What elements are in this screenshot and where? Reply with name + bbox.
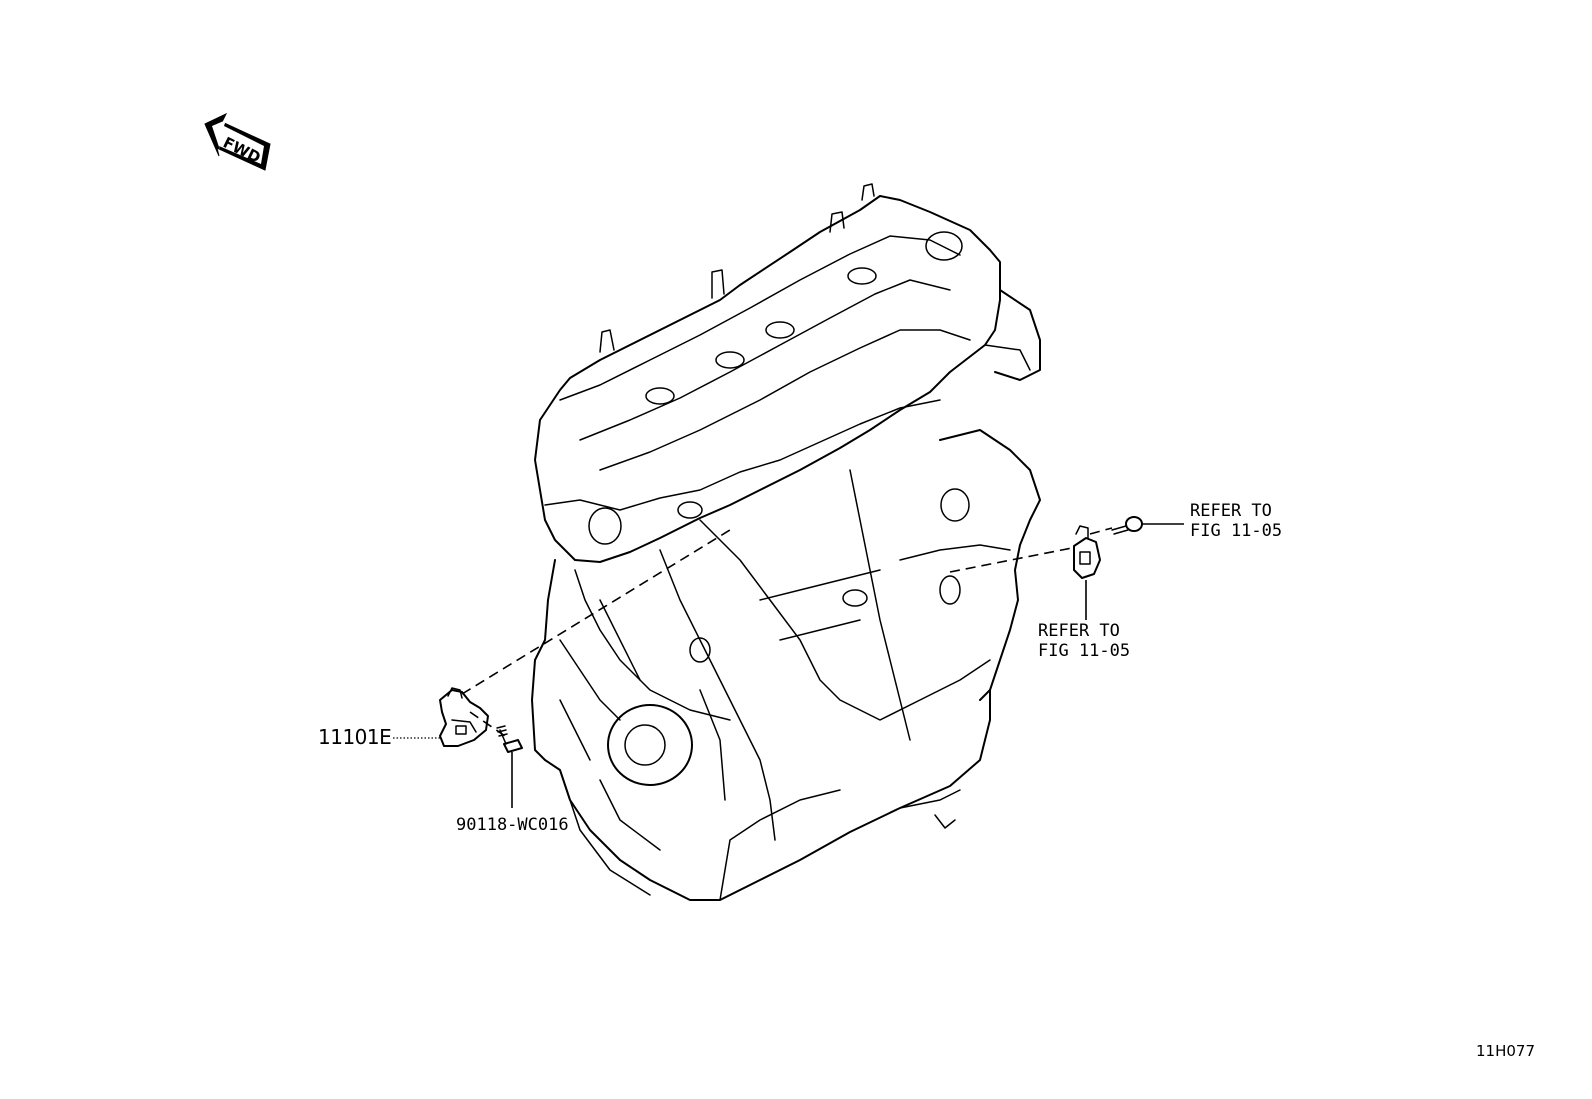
fwd-arrow: FWD [204,112,271,171]
leader-lines [393,523,1184,808]
callout-90118-WC016: 90118-WC016 [456,815,569,835]
assembly-dash-lines [461,527,1113,737]
callout-11101E: 11101E [318,725,391,749]
callout-refer-upper-line2: FIG 11-05 [1190,521,1282,541]
upper-bolt-part [1111,516,1143,535]
callout-refer-lower-line2: FIG 11-05 [1038,641,1130,661]
cam-position-sensor-part [439,687,489,747]
figure-id: 11H077 [1476,1042,1535,1060]
knock-sensor-part [1073,525,1101,579]
bolt-part [496,725,523,753]
callout-refer-upper-line1: REFER TO [1190,501,1272,521]
engine-block-illustration [531,183,1041,901]
callout-refer-lower-line1: REFER TO [1038,621,1120,641]
